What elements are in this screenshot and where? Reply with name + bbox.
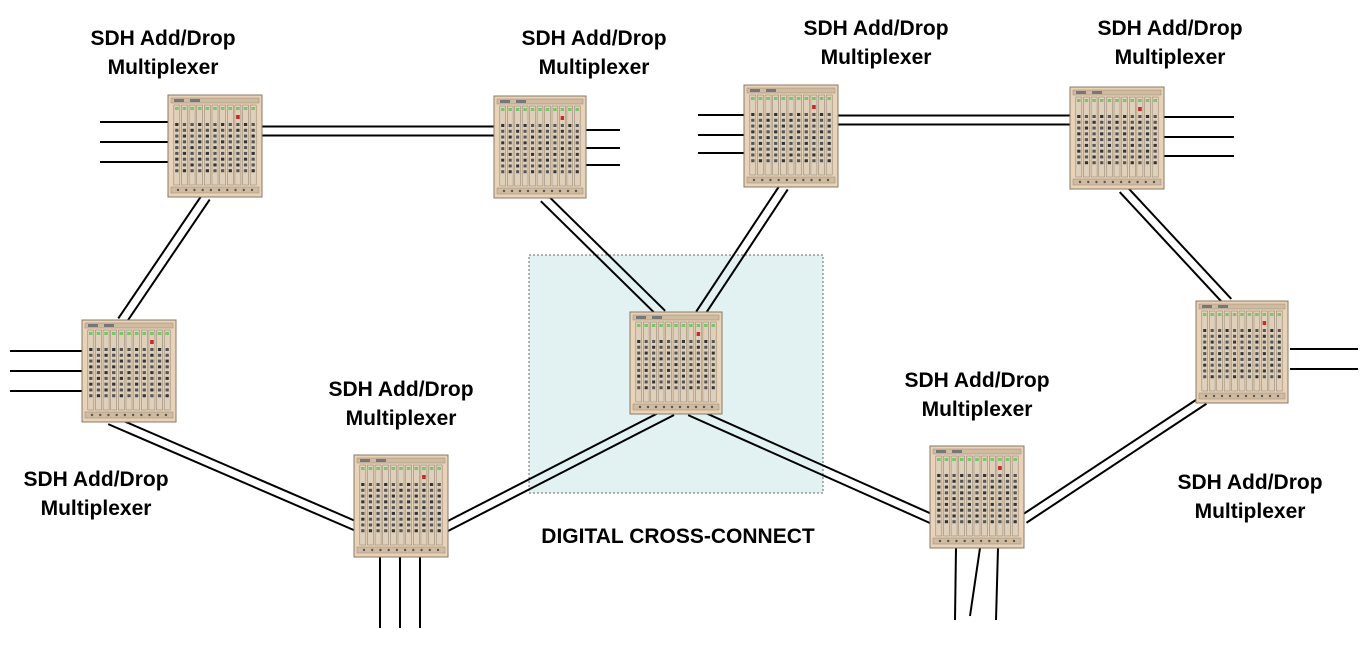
link-mux3-mux4 [838,114,1072,126]
sdh-multiplexer-icon-top-left [167,94,263,198]
sdh-multiplexer-icon-right [1195,300,1289,404]
digital-cross-connect-icon [629,311,723,415]
sdh-multiplexer-icon-top-right-b [1069,86,1165,190]
sdh-multiplexer-icon-left [81,319,177,423]
link-mux1-mux5 [117,193,211,325]
tributary-mux7-1 [969,547,981,617]
link-mux3-dxc [695,183,789,318]
link-mux7-mux8 [1020,395,1208,524]
cross-connect-label: DIGITAL CROSS-CONNECT [541,525,815,548]
link-mux2-dxc [540,194,666,318]
link-mux4-mux8 [1118,185,1233,306]
link-mux1-mux2 [262,125,496,137]
sdh-multiplexer-icon-top-center [493,95,587,199]
sdh-multiplexer-icon-bottom-center [353,454,449,558]
link-dxc-mux6 [443,406,675,532]
sdh-multiplexer-icon-top-right-a [743,84,839,188]
sdh-multiplexer-icon-bottom-right [929,445,1025,549]
tributary-mux7-0 [954,547,957,621]
link-mux5-mux6 [107,414,361,533]
link-dxc-mux7 [687,405,935,525]
tributary-mux7-2 [995,547,999,621]
